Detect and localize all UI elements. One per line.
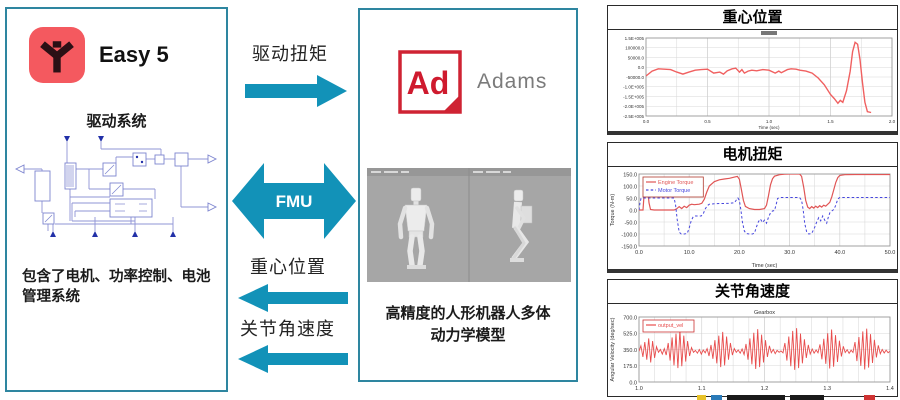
svg-text:0.5: 0.5 bbox=[704, 119, 711, 124]
svg-text:1.3: 1.3 bbox=[823, 386, 831, 392]
svg-text:150.0: 150.0 bbox=[623, 172, 637, 178]
svg-text:50.0: 50.0 bbox=[626, 196, 637, 202]
cog-position-label: 重心位置 bbox=[250, 257, 326, 277]
svg-text:-50.0: -50.0 bbox=[624, 220, 637, 226]
svg-text:-150.0: -150.0 bbox=[621, 244, 637, 250]
svg-text:100000.0: 100000.0 bbox=[625, 46, 644, 51]
svg-text:Time (sec): Time (sec) bbox=[752, 263, 778, 269]
fmu-label: FMU bbox=[276, 192, 313, 211]
easy5-title: Easy 5 bbox=[99, 42, 169, 67]
svg-text:1.1: 1.1 bbox=[698, 386, 706, 392]
robot-front-view bbox=[404, 187, 428, 238]
cog-position-plot: 1.5E+005 100000.0 50000.0 0.0 -50000.0 -1.0E+… bbox=[608, 30, 897, 131]
svg-text:-100.0: -100.0 bbox=[621, 232, 637, 238]
svg-text:0.0: 0.0 bbox=[629, 380, 637, 386]
svg-text:175.0: 175.0 bbox=[623, 364, 637, 370]
easy5-description: 包含了电机、功率控制、电池管理系统 bbox=[22, 269, 211, 306]
svg-text:output_vel: output_vel bbox=[658, 323, 683, 329]
robot-side-view bbox=[510, 189, 533, 262]
svg-text:50.0: 50.0 bbox=[885, 250, 896, 256]
robot-simulation-image bbox=[367, 168, 571, 282]
svg-text:1.5E+005: 1.5E+005 bbox=[625, 36, 645, 41]
svg-text:Angular Velocity (deg/sec): Angular Velocity (deg/sec) bbox=[610, 317, 616, 381]
svg-text:2.0: 2.0 bbox=[889, 119, 896, 124]
svg-text:0.0: 0.0 bbox=[635, 250, 643, 256]
adams-caption: 高精度的人形机器人多体 动力学模型 bbox=[360, 303, 576, 347]
svg-text:-2.0E+005: -2.0E+005 bbox=[623, 104, 644, 109]
drive-system-label: 驱动系统 bbox=[86, 113, 147, 130]
svg-text:525.0: 525.0 bbox=[623, 332, 637, 338]
svg-text:0.0: 0.0 bbox=[629, 208, 637, 214]
arrow-right-drive-torque-icon bbox=[245, 75, 347, 107]
svg-text:100.0: 100.0 bbox=[623, 184, 637, 190]
fmu-double-arrow-icon: FMU bbox=[232, 163, 356, 239]
svg-text:1.0: 1.0 bbox=[635, 386, 643, 392]
svg-text:350.0: 350.0 bbox=[623, 348, 637, 354]
chart-title-cog: 重心位置 bbox=[608, 6, 897, 30]
svg-text:40.0: 40.0 bbox=[834, 250, 845, 256]
easy5-logo-icon bbox=[29, 27, 85, 83]
svg-text:-1.0E+005: -1.0E+005 bbox=[623, 85, 644, 90]
easy5-schematic-diagram bbox=[15, 136, 218, 237]
svg-text:1.0: 1.0 bbox=[766, 119, 773, 124]
arrow-left-cog-icon bbox=[238, 284, 348, 312]
easy5-logo-row: Easy 5 bbox=[29, 27, 169, 83]
svg-text:Torque (N-m): Torque (N-m) bbox=[610, 194, 616, 227]
svg-text:1.5: 1.5 bbox=[827, 119, 834, 124]
adams-caption-line2: 动力学模型 bbox=[430, 326, 506, 344]
svg-text:0.0: 0.0 bbox=[643, 119, 650, 124]
svg-text:20.0: 20.0 bbox=[734, 250, 745, 256]
adams-logo-icon: Ad bbox=[398, 50, 462, 114]
svg-text:700.0: 700.0 bbox=[623, 315, 637, 321]
svg-text:Gearbox: Gearbox bbox=[754, 310, 775, 316]
adams-name: Adams bbox=[477, 70, 548, 93]
easy5-panel: Easy 5 驱动系统 bbox=[5, 7, 228, 392]
cutoff-watermark bbox=[697, 395, 875, 400]
svg-text:1.4: 1.4 bbox=[886, 386, 894, 392]
svg-text:-1.5E+005: -1.5E+005 bbox=[623, 94, 644, 99]
chart-title-torque: 电机扭矩 bbox=[608, 143, 897, 167]
adams-caption-line1: 高精度的人形机器人多体 bbox=[385, 305, 551, 322]
svg-text:Motor Torque: Motor Torque bbox=[658, 188, 690, 194]
chart-panel-cog-position: 重心位置 1.5E+005 100000.0 50000.0 0.0 -50000.0 -… bbox=[607, 5, 898, 135]
joint-velocity-label: 关节角速度 bbox=[240, 319, 335, 339]
svg-text:Engine Torque: Engine Torque bbox=[658, 180, 693, 186]
svg-text:0.0: 0.0 bbox=[638, 65, 645, 70]
drive-torque-label: 驱动扭矩 bbox=[252, 44, 328, 64]
arrow-left-joint-icon bbox=[238, 345, 348, 373]
svg-text:-50000.0: -50000.0 bbox=[626, 75, 644, 80]
svg-text:1.2: 1.2 bbox=[761, 386, 769, 392]
adams-panel: Ad Adams bbox=[358, 8, 578, 382]
svg-text:Ad: Ad bbox=[407, 65, 450, 101]
chart-title-joint: 关节角速度 bbox=[608, 280, 897, 304]
adams-logo-row: Ad Adams bbox=[398, 50, 547, 114]
svg-text:30.0: 30.0 bbox=[784, 250, 795, 256]
svg-text:10.0: 10.0 bbox=[684, 250, 695, 256]
svg-text:Time (sec): Time (sec) bbox=[758, 125, 780, 130]
svg-text:50000.0: 50000.0 bbox=[628, 55, 645, 60]
svg-text:-2.5E+005: -2.5E+005 bbox=[623, 114, 644, 119]
